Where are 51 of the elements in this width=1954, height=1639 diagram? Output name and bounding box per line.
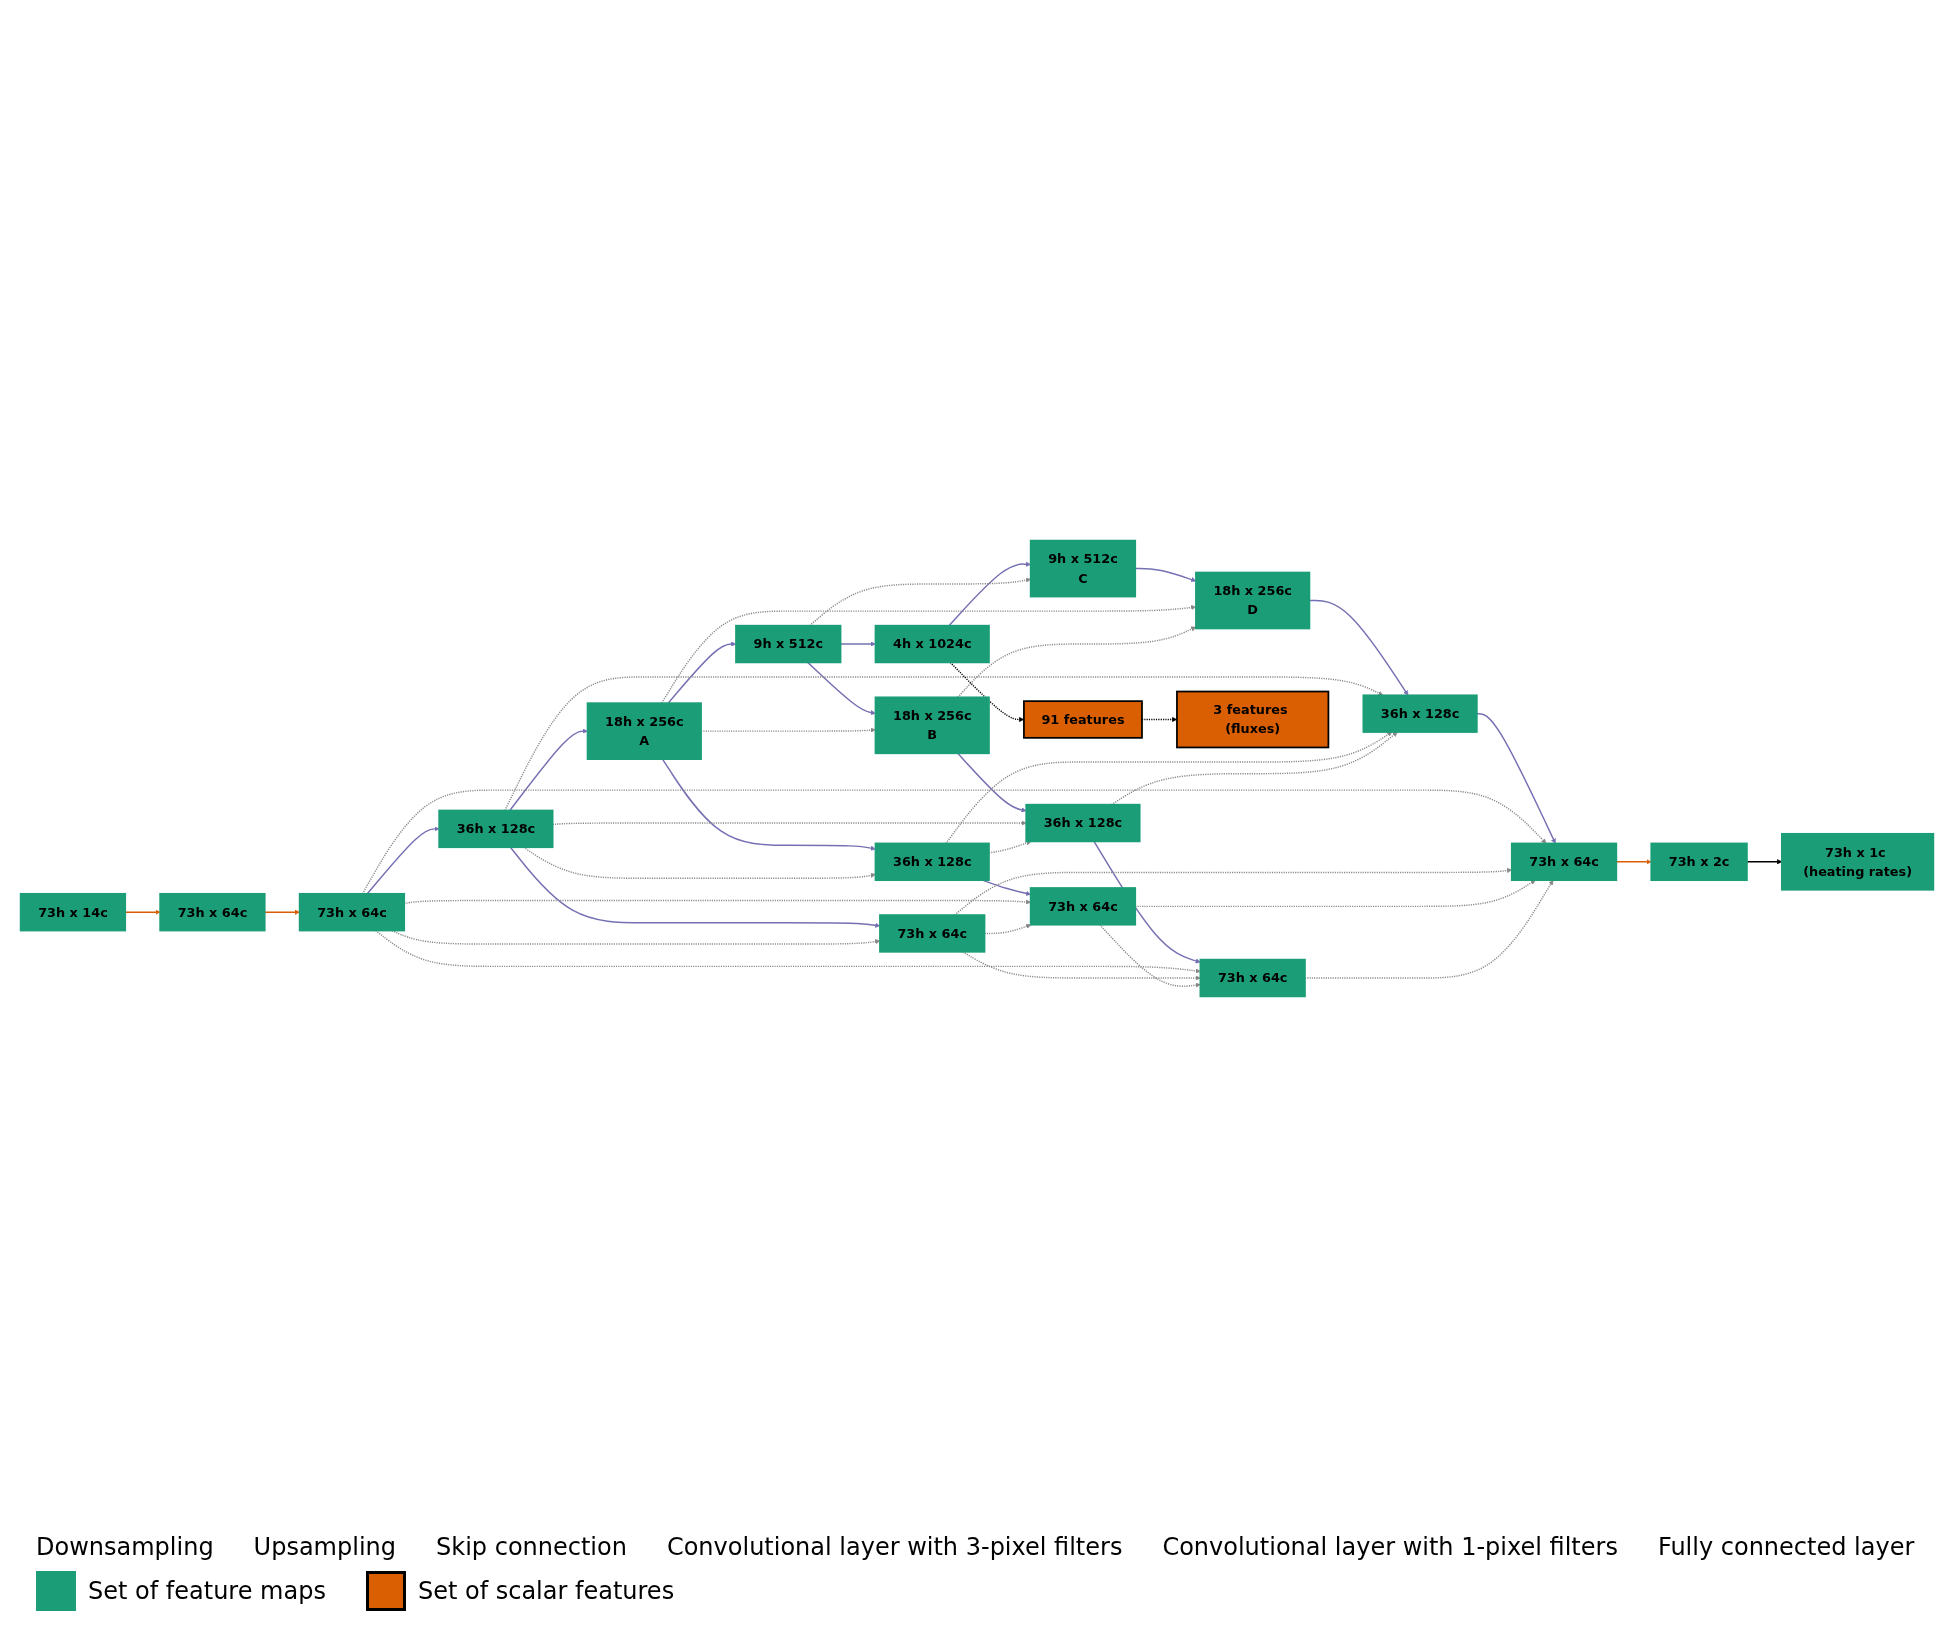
arrow	[1099, 924, 1201, 988]
arrow	[957, 626, 1197, 699]
arrow	[948, 561, 1031, 627]
legend-label: Fully connected layer	[1657, 1533, 1915, 1561]
arrow	[374, 929, 1201, 974]
node-box: 73h x 1c (heating rates)	[1781, 832, 1935, 891]
arrow	[660, 604, 1197, 704]
arrow	[509, 728, 588, 812]
node-box: 73h x 64c	[879, 914, 986, 953]
arrow	[953, 867, 1512, 916]
node-box: 18h x 256c D	[1195, 571, 1311, 630]
legend-label: Convolutional layer with 3-pixel filters	[666, 1533, 1123, 1561]
node-box: 36h x 128c	[438, 809, 554, 849]
node-box: 73h x 64c	[159, 892, 266, 932]
arrow	[1304, 879, 1554, 979]
legend-label: Downsampling	[36, 1533, 214, 1561]
node-box: 73h x 64c	[298, 892, 406, 932]
node-box: 73h x 14c	[19, 892, 127, 932]
legend-label: Upsampling	[253, 1533, 396, 1561]
node-box: 36h x 128c	[874, 842, 990, 881]
node-box: 9h x 512c C	[1029, 539, 1137, 598]
node-box: 73h x 64c	[1510, 842, 1618, 881]
legend-label: Skip connection	[436, 1533, 627, 1561]
arrow	[945, 731, 1393, 845]
node-box: 73h x 64c	[1029, 887, 1137, 926]
node-box: 91 features	[1023, 700, 1143, 739]
node-box: 73h x 64c	[1199, 958, 1306, 998]
arrow	[504, 676, 1384, 812]
arrow	[957, 752, 1027, 813]
node-box: 4h x 1024c	[874, 624, 990, 664]
arrow	[808, 577, 1031, 627]
node-box: 36h x 128c	[1362, 694, 1478, 733]
arrow	[661, 758, 876, 851]
node-box: 36h x 128c	[1025, 803, 1141, 843]
arrow	[1476, 712, 1556, 844]
arrow	[667, 641, 737, 704]
node-box: 18h x 256c B	[874, 696, 990, 755]
arrow	[1110, 731, 1398, 806]
legend-label: Convolutional layer with 1-pixel filters	[1162, 1533, 1618, 1561]
node-box: 9h x 512c	[735, 624, 842, 664]
legend-label: Set of scalar features	[417, 1577, 675, 1605]
legend-label: Set of feature maps	[88, 1577, 326, 1605]
arrow	[522, 846, 876, 879]
node-box: 18h x 256c A	[586, 702, 702, 760]
arrow	[366, 826, 440, 895]
arrow	[361, 789, 1547, 895]
arrow	[962, 951, 1201, 981]
node-box: 73h x 2c	[1650, 842, 1748, 881]
arrow	[988, 840, 1032, 854]
arrow	[807, 661, 876, 716]
node-box: 3 features (fluxes)	[1176, 690, 1330, 749]
